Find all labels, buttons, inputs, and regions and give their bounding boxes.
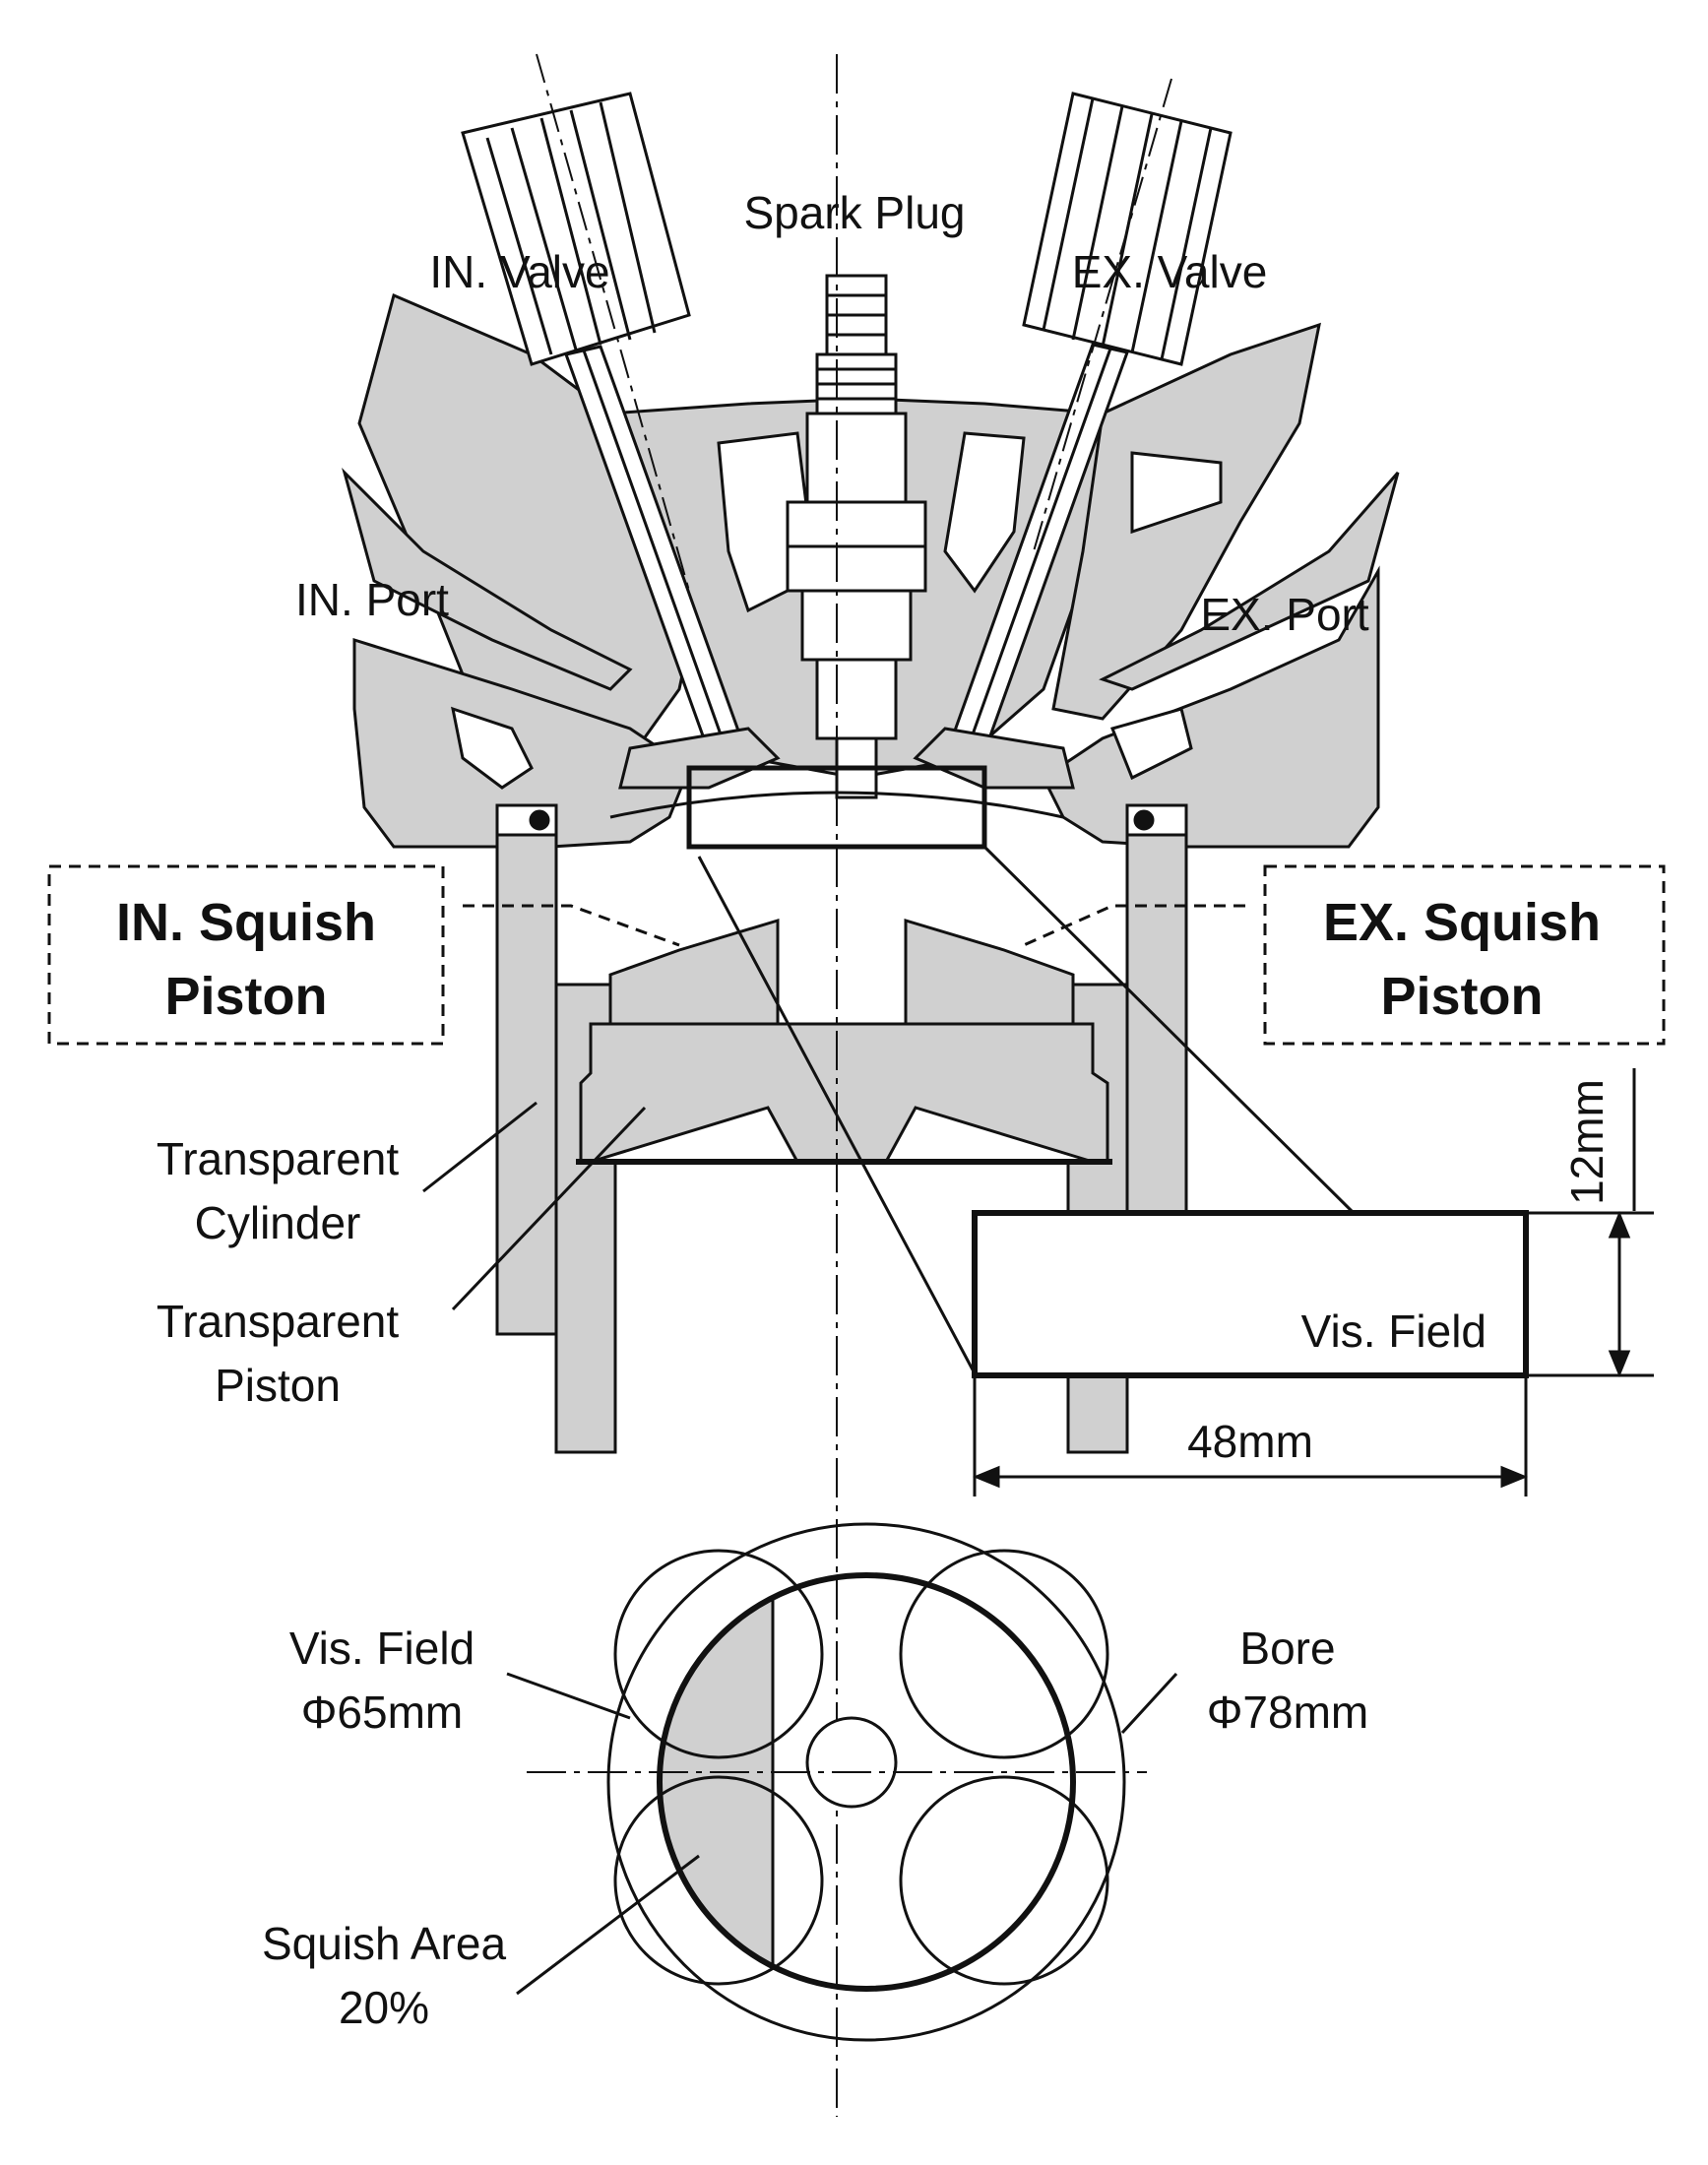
squish-area-leader [516,1854,700,1996]
intake-valve-axis [536,53,690,592]
label-vis-field-rect: Vis. Field [1301,1305,1487,1357]
label-dim-12mm: 12mm [1561,1079,1613,1205]
label-in-squish-1: IN. Squish [116,893,376,952]
bore-circle [606,1522,1126,2042]
transparent-piston-leader [451,1106,647,1311]
label-transparent-cylinder-2: Cylinder [195,1197,361,1248]
head-cavities [451,431,1223,790]
label-ex-squish-1: EX. Squish [1323,893,1601,952]
spark-plug-circle [805,1716,898,1809]
label-spark-plug: Spark Plug [743,187,965,238]
label-bore-2: Φ78mm [1207,1687,1369,1738]
chamber-window [686,765,987,850]
label-squish-area-2: 20% [339,1982,429,2033]
squish-piston [579,918,1109,1164]
label-squish-area-1: Squish Area [262,1918,506,1969]
vis-field-projection-left [697,856,977,1374]
transparent-cylinder-leader [422,1101,538,1193]
vis-field-rect [972,1210,1529,1378]
vis-field-circle [657,1572,1076,1992]
dimension-48mm [973,1375,1528,1496]
label-bore-1: Bore [1239,1623,1335,1674]
bore-leader [1120,1672,1178,1735]
label-in-squish-2: Piston [164,967,327,1026]
intake-valve [461,92,781,790]
cylinder-seals [495,803,1188,837]
dimension-12mm [1526,1068,1654,1377]
vis-field-leader [506,1672,631,1720]
squish-area-fill [660,1575,773,1989]
label-vis-field-circle-2: Φ65mm [301,1687,464,1738]
ex-squish-leader [1023,904,1245,947]
label-ex-valve: EX. Valve [1072,246,1268,297]
label-vis-field-circle-1: Vis. Field [289,1623,474,1674]
in-squish-leader [463,904,680,947]
label-transparent-piston-1: Transparent [157,1296,400,1347]
label-in-port: IN. Port [295,574,449,625]
vis-field-projection-right [982,845,1356,1215]
exhaust-valve-axis [1033,78,1172,552]
plan-view [506,1522,1178,2042]
label-transparent-piston-2: Piston [215,1360,341,1411]
in-squish-box [47,864,445,1046]
ex-squish-box [1263,864,1666,1046]
cylinder-walls [495,815,1188,1454]
label-transparent-cylinder-1: Transparent [157,1133,400,1184]
valve-circles [613,1549,1109,1986]
label-ex-port: EX. Port [1200,589,1369,640]
label-dim-48mm: 48mm [1187,1416,1313,1467]
label-in-valve: IN. Valve [429,246,609,297]
label-ex-squish-2: Piston [1380,967,1543,1026]
